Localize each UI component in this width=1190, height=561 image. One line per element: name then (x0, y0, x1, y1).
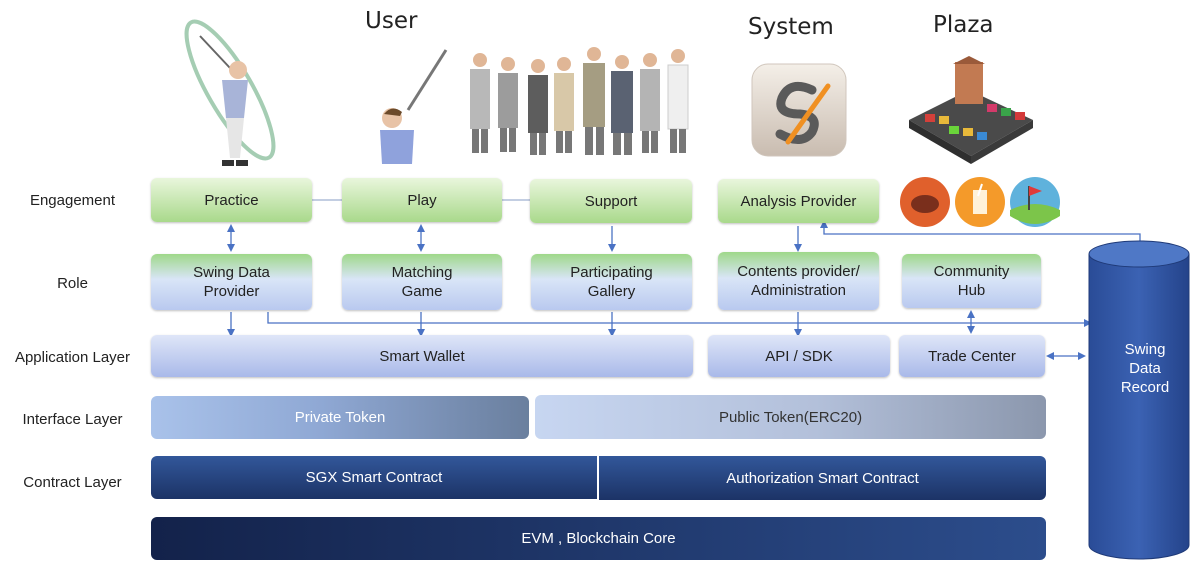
contents-provider-line1: Contents provider/ (737, 263, 860, 280)
matching-game-line1: Matching (391, 264, 453, 281)
swing-data-record-line2: Data (1129, 360, 1161, 377)
contents-provider-line2: Administration (750, 282, 847, 299)
contents-provider-box: Contents provider/ Administration (718, 252, 879, 310)
participating-gallery-line2: Gallery (587, 283, 636, 300)
evm-blockchain-core-box: EVM , Blockchain Core (151, 517, 1046, 560)
community-hub-line1: Community (933, 263, 1010, 280)
system-header: System (748, 14, 834, 40)
row-label-engagement: Engagement (29, 192, 116, 209)
practice-box: Practice (151, 178, 312, 222)
golfer-swing-illustration (184, 19, 276, 166)
drink-icon (955, 177, 1005, 227)
row-label-role: Role (57, 275, 88, 292)
trade-center-box: Trade Center (899, 335, 1045, 377)
support-box: Support (530, 179, 692, 223)
swing-data-record-line1: Swing (1124, 341, 1166, 358)
row-label-interface: Interface Layer (22, 411, 123, 428)
community-hub-line2: Hub (957, 282, 986, 299)
api-sdk-box: API / SDK (708, 335, 890, 377)
swing-data-provider-line2: Provider (203, 283, 260, 300)
swing-data-provider-box: Swing Data Provider (151, 254, 312, 310)
smart-wallet-box: Smart Wallet (151, 335, 693, 377)
analysis-provider-box: Analysis Provider (718, 179, 879, 223)
matching-game-line2: Game (401, 283, 443, 300)
sgx-smart-contract-box: SGX Smart Contract (151, 456, 597, 499)
golfer-child-illustration (380, 49, 448, 164)
public-token-box: Public Token(ERC20) (535, 395, 1046, 439)
app-logo-icon (751, 63, 847, 157)
community-hub-box: Community Hub (902, 254, 1041, 308)
participating-gallery-line1: Participating (570, 264, 653, 281)
golf-flag-icon (1010, 177, 1060, 227)
plaza-header: Plaza (933, 12, 994, 38)
plaza-activity-icons (900, 177, 1060, 227)
row-label-application: Application Layer (14, 349, 131, 366)
food-icon (900, 177, 950, 227)
authorization-smart-contract-box: Authorization Smart Contract (599, 456, 1046, 500)
plaza-building-illustration (909, 56, 1033, 164)
row-label-contract: Contract Layer (23, 474, 122, 491)
user-header: User (365, 8, 418, 34)
swing-data-record-line3: Record (1120, 379, 1170, 396)
matching-game-box: Matching Game (342, 254, 502, 310)
people-group-illustration (470, 47, 689, 155)
play-box: Play (342, 178, 502, 222)
swing-data-record-label: Swing Data Record (1088, 340, 1190, 397)
participating-gallery-box: Participating Gallery (531, 254, 692, 310)
swing-data-provider-line1: Swing Data (193, 264, 270, 281)
private-token-box: Private Token (151, 396, 529, 439)
swing-data-record-cylinder (1088, 240, 1190, 560)
